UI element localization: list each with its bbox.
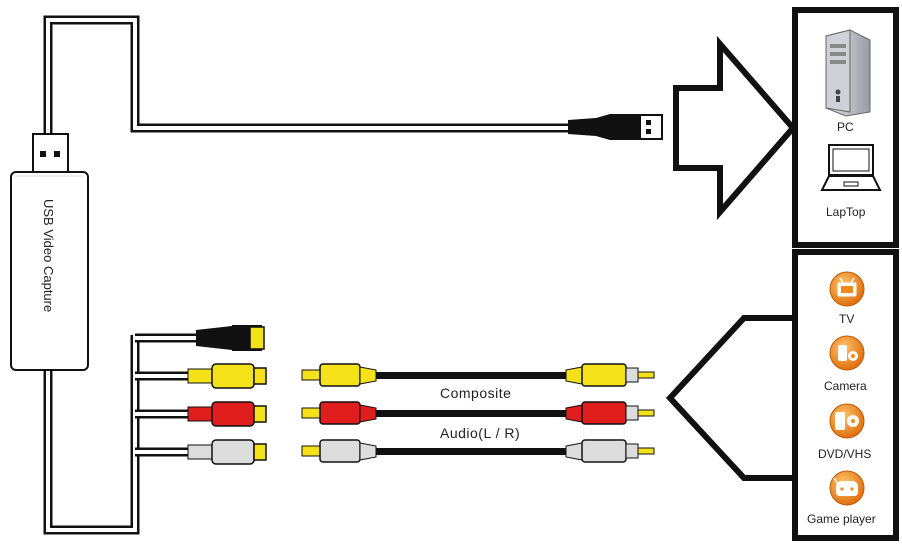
pc-tower-icon: [825, 29, 871, 117]
rca-plug-red-right: [565, 401, 655, 425]
sources-panel: TV Camera DVD/VHS Game player: [792, 249, 899, 541]
laptop-label: LapTop: [826, 205, 866, 219]
rca-jack-white: [187, 439, 267, 465]
computer-panel: PC LapTop: [792, 7, 899, 248]
breakout-cables: [135, 325, 267, 465]
audio-label: Audio(L / R): [440, 425, 520, 441]
game-player-icon: [829, 470, 865, 506]
s-video-plug: [196, 325, 265, 351]
rca-jack-red: [187, 401, 267, 427]
arrow-to-computer: [673, 35, 797, 221]
capture-device: USB Video Capture: [10, 133, 140, 535]
rca-plug-yellow-left: [301, 363, 377, 387]
device-body: [10, 171, 89, 371]
rca-cable-set: Composite Audio(L / R): [301, 363, 655, 463]
tv-label: TV: [839, 312, 854, 326]
rca-plug-red-left: [301, 401, 377, 425]
rca-plug-white-right: [565, 439, 655, 463]
rca-plug-white-left: [301, 439, 377, 463]
usb-cable: [43, 15, 663, 140]
game-player-label: Game player: [807, 512, 876, 526]
composite-label: Composite: [440, 385, 511, 401]
arrow-from-sources: [665, 315, 795, 481]
rca-jack-yellow: [187, 363, 267, 389]
dvd-vhs-label: DVD/VHS: [818, 447, 871, 461]
dvd-vhs-icon: [829, 403, 865, 439]
tv-icon: [829, 271, 865, 307]
usb-plug: [568, 114, 663, 140]
camera-label: Camera: [824, 379, 867, 393]
laptop-icon: [820, 144, 882, 191]
pc-label: PC: [837, 120, 854, 134]
camera-icon: [829, 335, 865, 371]
device-label: USB Video Capture: [41, 199, 56, 312]
device-usb-connector: [32, 133, 69, 173]
rca-plug-yellow-right: [565, 363, 655, 387]
